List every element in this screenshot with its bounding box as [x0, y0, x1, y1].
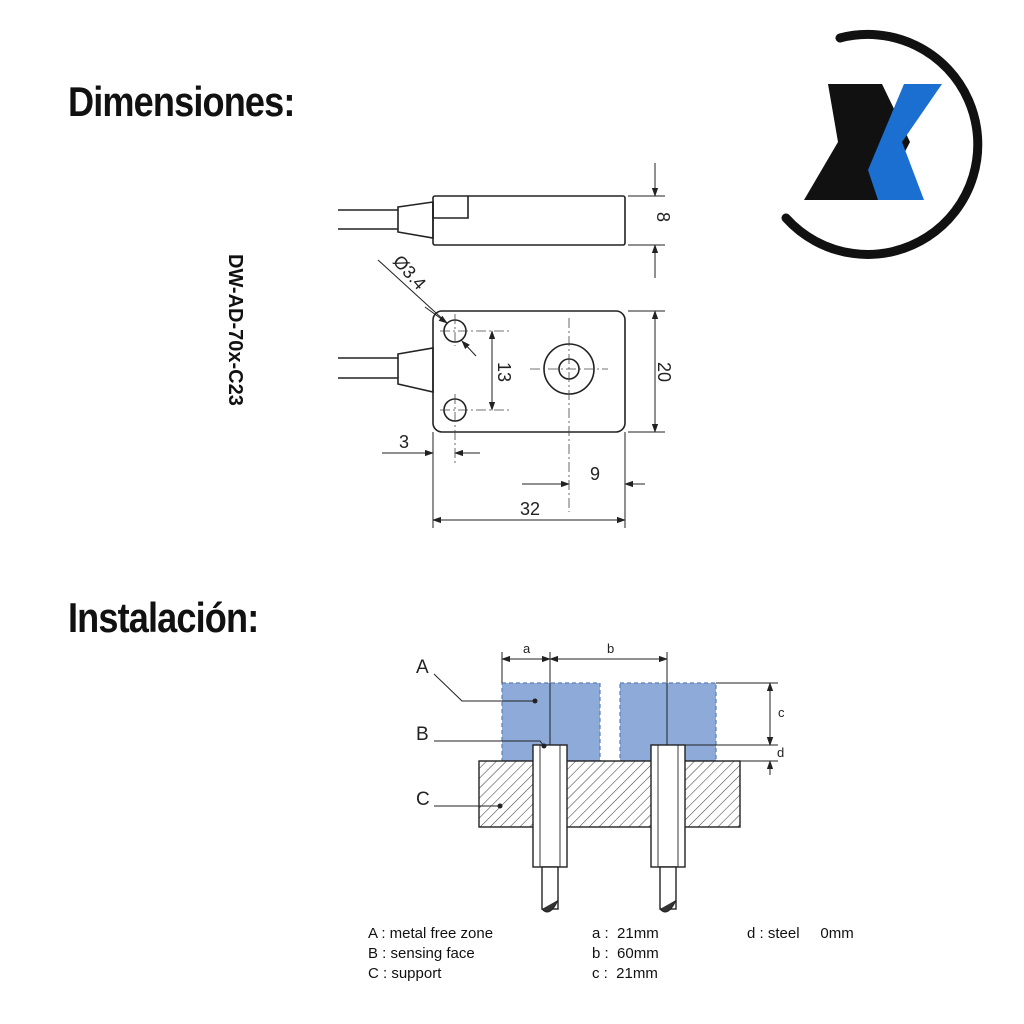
dim-width-label: 20: [654, 362, 674, 382]
dim-a-b: [501, 652, 668, 745]
callout-C: C: [416, 789, 430, 810]
legend-b-value: b : 60mm: [592, 945, 659, 962]
dim-hole-diameter-label: Ø3.4: [389, 251, 430, 293]
dimensions-heading: Dimensiones:: [68, 78, 295, 125]
sensor-left: [532, 744, 568, 913]
sensor-top-view: [338, 310, 626, 433]
support-plate: [478, 760, 741, 828]
dim-length-label: 32: [520, 499, 540, 519]
dim-b-label: b: [607, 641, 614, 656]
legend-a-zone: A : metal free zone: [368, 925, 493, 942]
legend-a-value: a : 21mm: [592, 925, 659, 942]
sensor-side-view: [338, 195, 626, 246]
callout-A: A: [416, 657, 429, 678]
dim-hole-spacing-label: 13: [494, 362, 514, 382]
dim-c-label: c: [778, 705, 785, 720]
callout-dot-c: [497, 803, 503, 809]
sensor-right: [650, 744, 686, 913]
legend-b-face: B : sensing face: [368, 945, 475, 962]
dim-c-d: [685, 682, 778, 775]
dim-hole-offset: [382, 432, 480, 528]
dim-height-label: 8: [653, 212, 673, 222]
dim-width: [628, 310, 665, 433]
dim-center-offset-label: 9: [590, 464, 600, 484]
dim-a-label: a: [523, 641, 531, 656]
dim-center-offset: [522, 432, 645, 528]
dim-hole-offset-label: 3: [399, 432, 409, 452]
dim-d-label: d: [777, 745, 784, 760]
legend-c-value: c : 21mm: [592, 965, 658, 982]
dim-height: [628, 163, 665, 278]
callout-dot-b: [541, 743, 547, 749]
legend-c-support: C : support: [368, 965, 442, 982]
legend-d-value: d : steel 0mm: [747, 925, 854, 942]
callout-B: B: [416, 724, 429, 745]
installation-heading: Instalación:: [68, 594, 259, 641]
model-label: DW-AD-70x-C23: [224, 254, 246, 406]
dim-hole-diameter: [377, 259, 477, 357]
x-logo-icon: [781, 29, 983, 259]
callout-dot-a: [532, 698, 538, 704]
